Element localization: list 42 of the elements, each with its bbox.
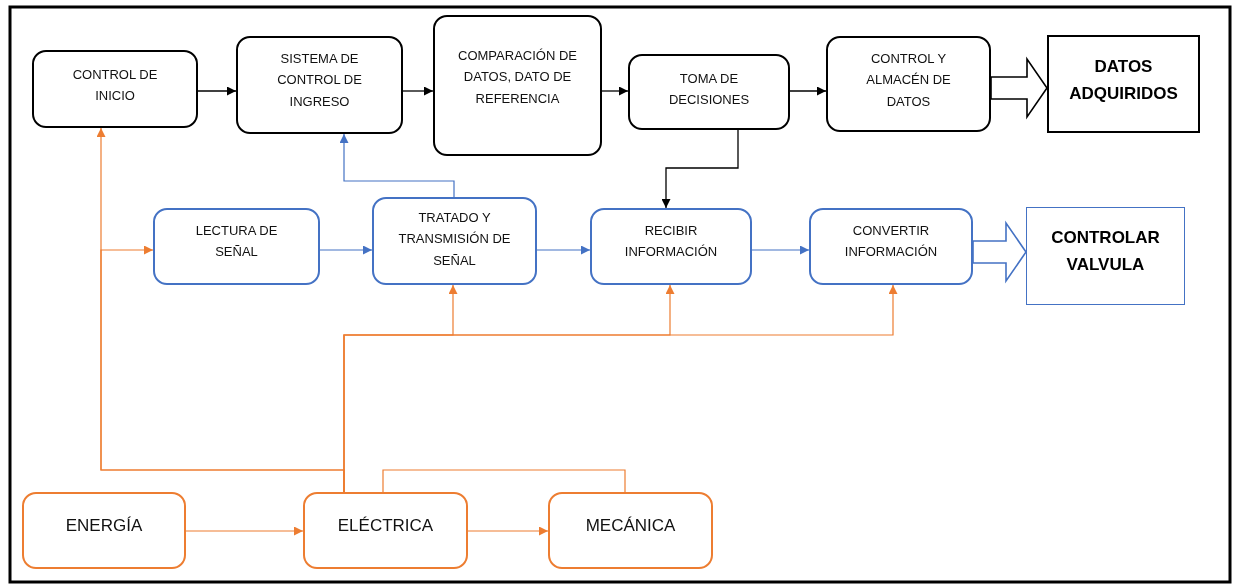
node-label: ELÉCTRICA xyxy=(337,515,434,537)
connector-line xyxy=(382,469,626,493)
arrow xyxy=(197,86,237,96)
process-box xyxy=(32,50,198,128)
process-box xyxy=(236,36,403,134)
node-label: CONTROLAR VALVULA xyxy=(1050,227,1161,277)
arrow xyxy=(661,129,739,209)
node-label: LECTURA DE SEÑAL xyxy=(194,222,279,262)
node-label: TOMA DE DECISIONES xyxy=(667,70,751,110)
node-label: SISTEMA DE CONTROL DE INGRESO xyxy=(276,50,363,111)
process-box xyxy=(548,492,713,569)
output-box xyxy=(1026,207,1185,305)
process-box xyxy=(809,208,973,285)
process-box xyxy=(826,36,991,132)
block-arrow xyxy=(972,220,1027,284)
process-box xyxy=(153,208,320,285)
node-label: CONTROL DE INICIO xyxy=(71,66,159,106)
node-label: TRATADO Y TRANSMISIÓN DE SEÑAL xyxy=(397,209,512,270)
arrow xyxy=(319,245,373,255)
process-box xyxy=(590,208,752,285)
process-box xyxy=(372,197,537,285)
node-label: CONVERTIR INFORMACIÓN xyxy=(843,222,939,262)
arrow xyxy=(185,526,304,536)
arrow xyxy=(536,245,591,255)
node-label: COMPARACIÓN DE DATOS, DATO DE REFERENCIA xyxy=(457,47,578,108)
process-box xyxy=(303,492,468,569)
arrow xyxy=(601,86,629,96)
node-label: ENERGÍA xyxy=(65,515,143,537)
process-box xyxy=(433,15,602,156)
arrow xyxy=(339,133,455,198)
output-box xyxy=(1047,35,1200,133)
block-arrow xyxy=(990,56,1048,120)
node-label: RECIBIR INFORMACIÓN xyxy=(623,222,719,262)
arrow xyxy=(751,245,810,255)
process-box xyxy=(628,54,790,130)
node-label: CONTROL Y ALMACÉN DE DATOS xyxy=(865,50,952,111)
node-label: DATOS ADQUIRIDOS xyxy=(1068,56,1179,106)
arrow xyxy=(402,86,434,96)
arrow xyxy=(467,526,549,536)
node-label: MECÁNICA xyxy=(585,515,676,537)
arrow xyxy=(789,86,827,96)
process-box xyxy=(22,492,186,569)
